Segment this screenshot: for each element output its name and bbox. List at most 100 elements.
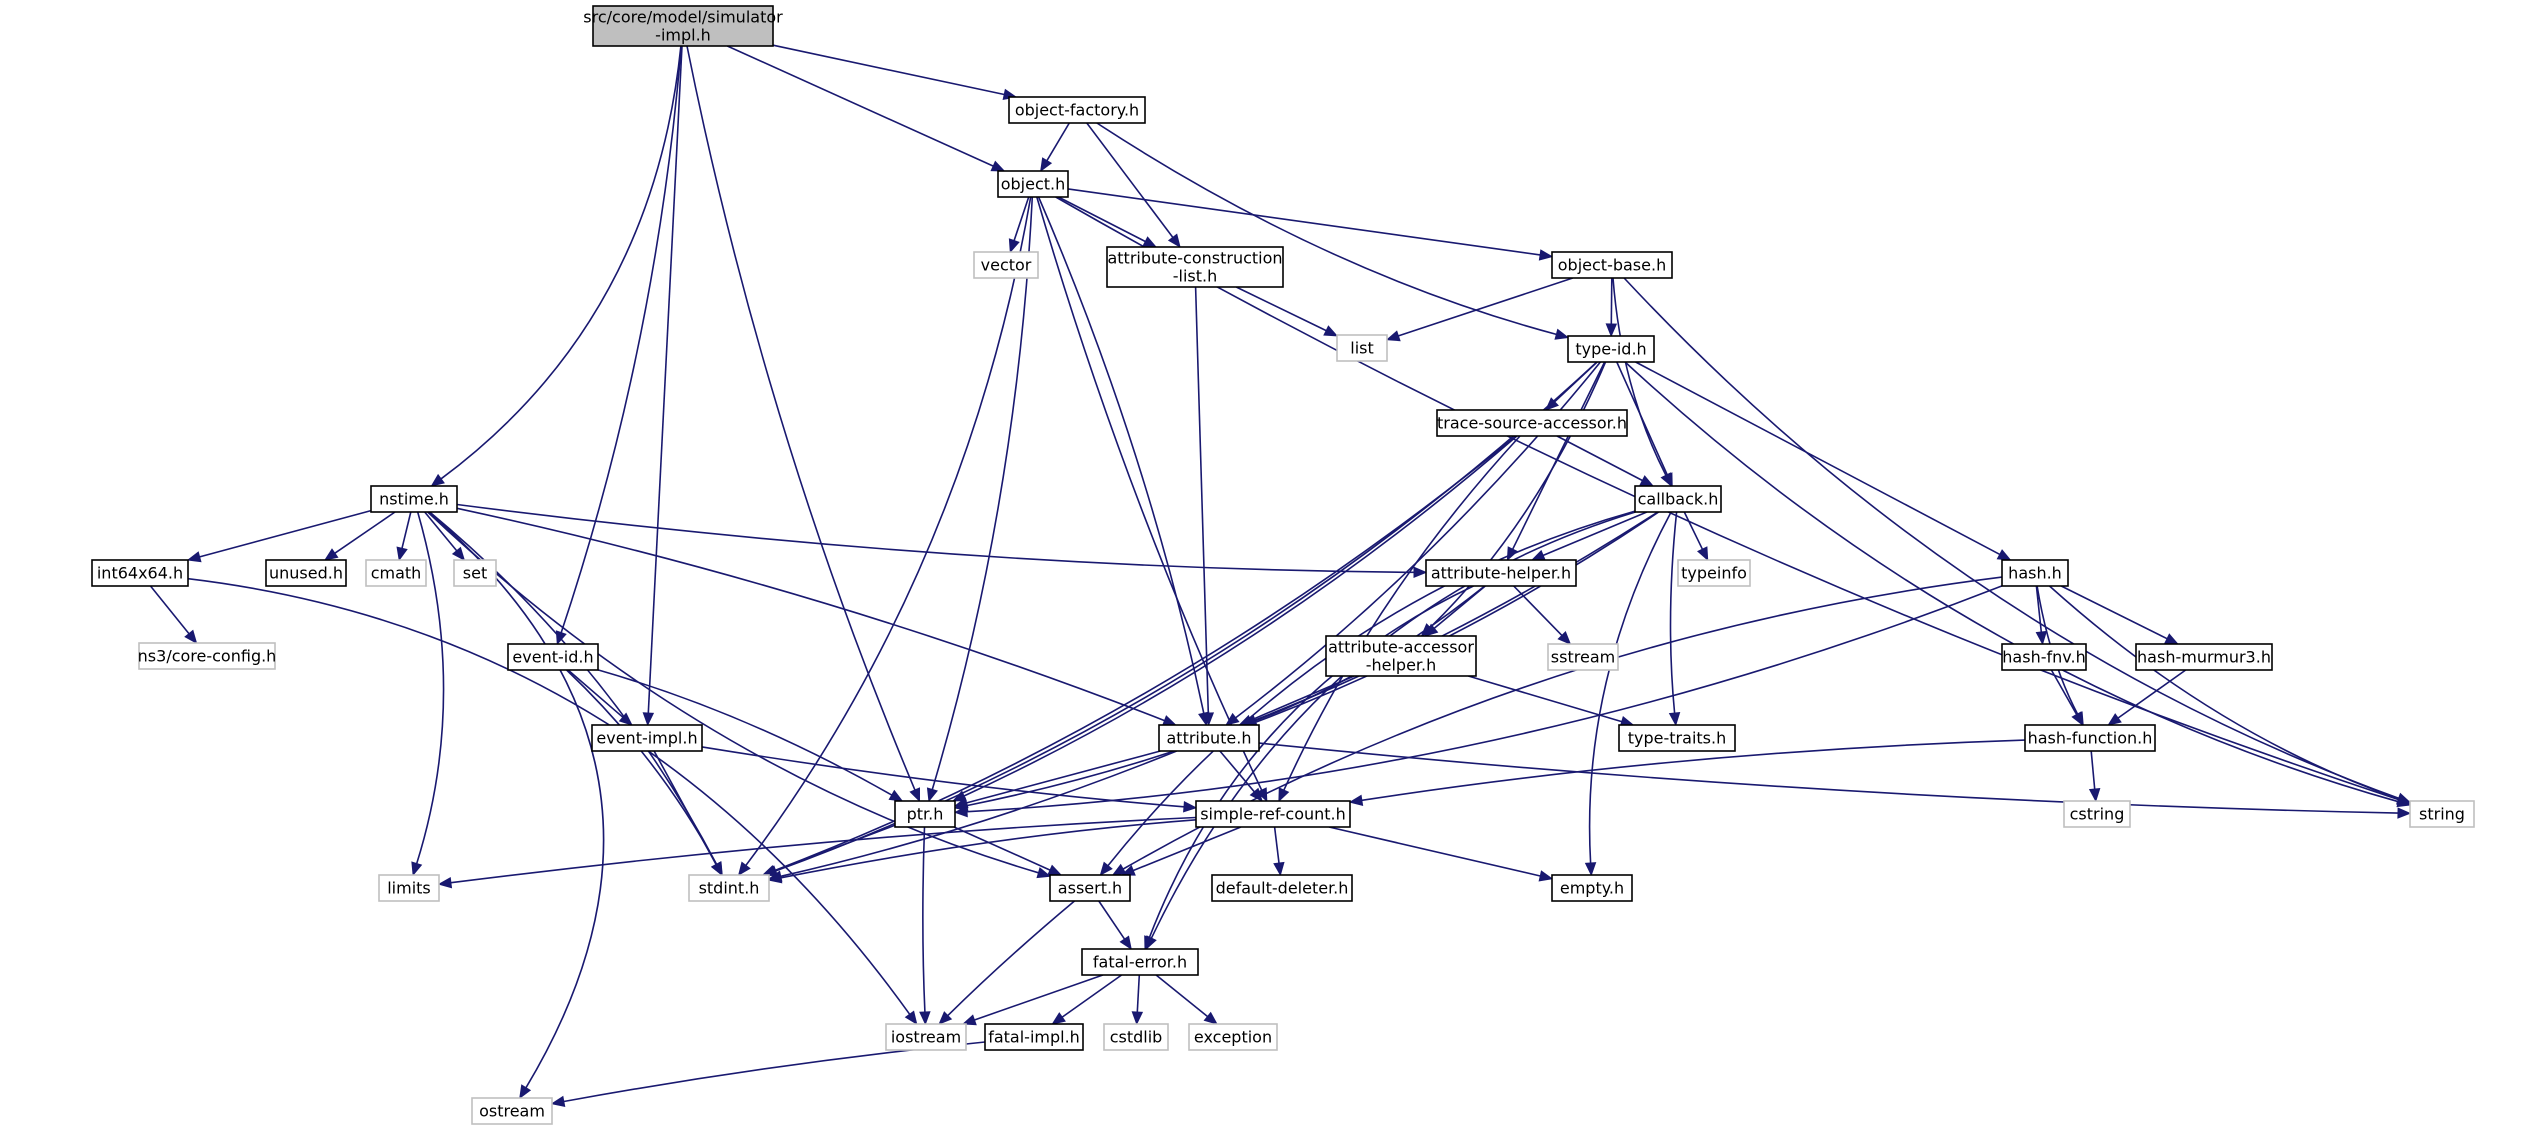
node-set[interactable]: set — [453, 559, 497, 587]
node-object-factory[interactable]: object-factory.h — [1008, 96, 1146, 124]
node-sstream[interactable]: sstream — [1547, 643, 1619, 671]
node-vector[interactable]: vector — [973, 251, 1039, 279]
node-label: src/core/model/simulator — [583, 8, 783, 27]
arrowhead — [1554, 328, 1570, 340]
node-label: string — [2419, 805, 2465, 824]
arrowhead — [1183, 801, 1198, 813]
node-hash-function[interactable]: hash-function.h — [2024, 724, 2156, 752]
node-string[interactable]: string — [2409, 800, 2475, 828]
edge-line — [1273, 826, 1280, 864]
node-label: vector — [981, 256, 1032, 275]
edge-line — [456, 507, 1165, 722]
node-stdint[interactable]: stdint.h — [688, 874, 770, 902]
edge-callback-to-empty — [1584, 511, 1672, 877]
node-callback[interactable]: callback.h — [1634, 485, 1722, 513]
edge-attribute-accessor-helper-to-attribute — [1238, 675, 1355, 726]
node-box — [378, 874, 440, 902]
node-core-config[interactable]: ns3/core-config.h — [138, 642, 277, 670]
edge-line — [1683, 511, 1704, 550]
arrowhead — [1047, 864, 1063, 876]
node-label: empty.h — [1560, 879, 1624, 898]
edge-line — [1361, 739, 2026, 802]
node-event-impl[interactable]: event-impl.h — [591, 724, 703, 752]
node-int64x64[interactable]: int64x64.h — [91, 559, 189, 587]
edge-line — [597, 669, 893, 796]
node-label: list — [1350, 339, 1374, 358]
arrowhead — [961, 1014, 977, 1026]
node-simple-ref-count[interactable]: simple-ref-count.h — [1195, 800, 1351, 828]
node-label: ns3/core-config.h — [138, 647, 277, 666]
arrowhead — [1323, 325, 1339, 337]
arrowhead — [1249, 787, 1263, 803]
arrowhead — [909, 787, 920, 803]
node-box — [507, 643, 599, 671]
edge-object-to-ptr — [926, 196, 1034, 803]
node-cstdlib[interactable]: cstdlib — [1103, 1023, 1169, 1051]
arrowhead — [953, 805, 968, 818]
node-limits[interactable]: limits — [378, 874, 440, 902]
node-hash-murmur3[interactable]: hash-murmur3.h — [2135, 643, 2273, 671]
arrowhead — [1348, 794, 1364, 806]
edge-line — [1148, 585, 1474, 939]
node-attribute-helper[interactable]: attribute-helper.h — [1425, 559, 1577, 587]
edge-nstime-to-int64x64 — [186, 509, 372, 563]
node-default-deleter[interactable]: default-deleter.h — [1211, 874, 1353, 902]
edge-simulator-impl-to-event-id — [555, 45, 683, 646]
node-cstring[interactable]: cstring — [2063, 800, 2131, 828]
node-fatal-impl[interactable]: fatal-impl.h — [984, 1023, 1084, 1051]
edge-line — [424, 511, 458, 552]
edge-simulator-impl-to-object-factory — [772, 44, 1018, 101]
edge-line — [686, 45, 916, 791]
node-nstime[interactable]: nstime.h — [370, 485, 458, 513]
node-list[interactable]: list — [1336, 334, 1388, 362]
node-object[interactable]: object.h — [997, 170, 1069, 198]
edge-ptr-to-iostream — [919, 826, 931, 1026]
edge-line — [1328, 826, 1541, 877]
node-label: object-base.h — [1558, 256, 1666, 275]
node-box — [265, 559, 347, 587]
node-unused[interactable]: unused.h — [265, 559, 347, 587]
node-assert[interactable]: assert.h — [1049, 874, 1131, 902]
edge-callback-to-type-traits — [1668, 511, 1681, 727]
node-iostream[interactable]: iostream — [885, 1023, 967, 1051]
node-attribute-construction-list[interactable]: attribute-construction-list.h — [1106, 246, 1284, 288]
node-label: object.h — [1001, 175, 1066, 194]
arrowhead — [904, 1010, 918, 1026]
node-empty[interactable]: empty.h — [1551, 874, 1633, 902]
edge-line — [1513, 585, 1563, 636]
node-hash[interactable]: hash.h — [2001, 559, 2069, 587]
edge-fatal-error-to-fatal-impl — [1051, 974, 1123, 1025]
edge-assert-to-fatal-error — [1098, 900, 1132, 951]
node-attribute-accessor-helper[interactable]: attribute-accessor-helper.h — [1325, 635, 1477, 677]
node-type-id[interactable]: type-id.h — [1567, 335, 1655, 363]
edge-line — [966, 750, 1161, 804]
node-label: callback.h — [1638, 490, 1719, 509]
node-trace-source-accessor[interactable]: trace-source-accessor.h — [1436, 409, 1628, 437]
node-label: event-impl.h — [596, 729, 697, 748]
node-label: exception — [1194, 1028, 1272, 1047]
node-type-traits[interactable]: type-traits.h — [1618, 724, 1736, 752]
node-cmath[interactable]: cmath — [365, 559, 427, 587]
node-typeinfo[interactable]: typeinfo — [1677, 559, 1751, 587]
node-hash-fnv[interactable]: hash-fnv.h — [2001, 643, 2087, 671]
edge-fatal-error-to-iostream — [961, 974, 1104, 1026]
edge-fatal-impl-to-ostream — [550, 1041, 986, 1108]
node-event-id[interactable]: event-id.h — [507, 643, 599, 671]
edge-line — [187, 577, 911, 1015]
edge-simple-ref-count-to-default-deleter — [1273, 826, 1285, 877]
node-label: unused.h — [269, 564, 343, 583]
arrowhead — [1225, 712, 1240, 726]
edge-line — [922, 826, 926, 1013]
node-label: typeinfo — [1681, 564, 1747, 583]
node-ptr[interactable]: ptr.h — [894, 800, 956, 828]
node-ostream[interactable]: ostream — [471, 1097, 553, 1125]
node-simulator-impl[interactable]: src/core/model/simulator-impl.h — [583, 5, 783, 47]
node-box — [2409, 800, 2475, 828]
node-object-base[interactable]: object-base.h — [1551, 251, 1673, 279]
edge-line — [450, 816, 1197, 884]
node-attribute[interactable]: attribute.h — [1158, 724, 1260, 752]
node-exception[interactable]: exception — [1188, 1023, 1278, 1051]
node-fatal-error[interactable]: fatal-error.h — [1081, 948, 1199, 976]
edge-hash-fnv-to-hash-function — [2050, 669, 2084, 727]
